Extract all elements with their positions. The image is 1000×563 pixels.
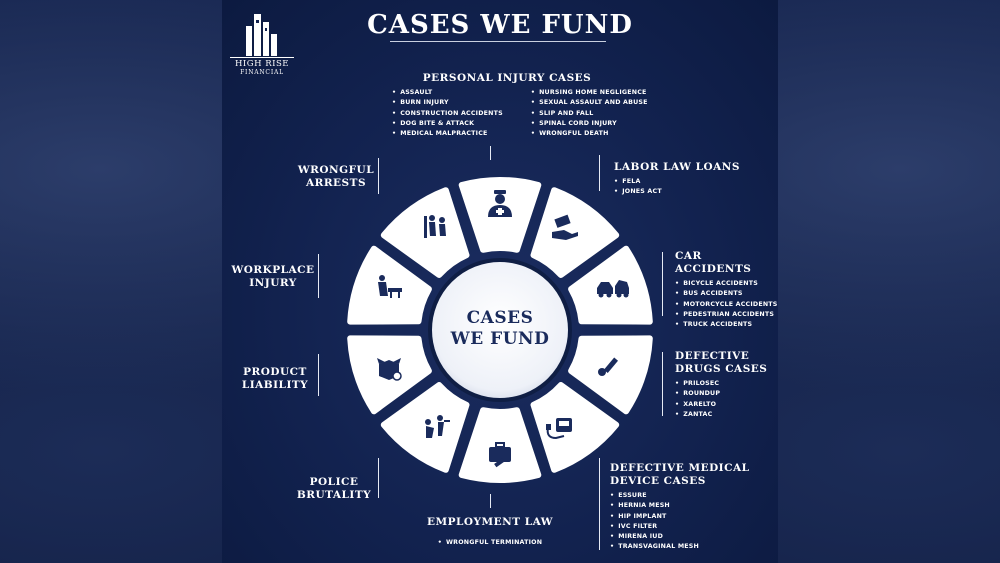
- personal-injury-list-2: NURSING HOME NEGLIGENCE SEXUAL ASSAULT A…: [531, 88, 648, 139]
- segment-police-brutality: [380, 382, 470, 473]
- police-icon: [425, 415, 450, 438]
- connector-line: [318, 354, 319, 396]
- list-item: CONSTRUCTION ACCIDENTS: [392, 109, 503, 119]
- personal-injury-list-1: ASSAULT BURN INJURY CONSTRUCTION ACCIDEN…: [392, 88, 503, 139]
- list-item: BUS ACCIDENTS: [675, 289, 778, 299]
- product-liability-heading-2: LIABILITY: [241, 379, 309, 391]
- logo-line-1: HIGH RISE: [230, 57, 294, 69]
- product-box-icon: [377, 358, 402, 381]
- connector-line: [490, 146, 491, 160]
- workplace-injury-heading-1: WORKPLACE: [231, 264, 315, 276]
- building-logo-icon: [246, 14, 277, 56]
- labor-law-heading: LABOR LAW LOANS: [614, 161, 740, 173]
- wrongful-arrests-section: WRONGFUL ARRESTS: [296, 164, 376, 190]
- police-brutality-section: POLICE BRUTALITY: [294, 476, 374, 502]
- wrongful-arrests-heading-2: ARRESTS: [305, 177, 367, 189]
- list-item: WRONGFUL TERMINATION: [438, 538, 542, 548]
- segment-labor-law: [530, 187, 620, 278]
- logo-line-2: FINANCIAL: [240, 69, 284, 76]
- defective-drugs-section: DEFECTIVE DRUGS CASES PRILOSEC ROUNDUP X…: [675, 350, 767, 420]
- segment-defective-drugs: [568, 335, 653, 415]
- list-item: FELA: [614, 177, 740, 187]
- company-logo: HIGH RISE FINANCIAL: [230, 12, 294, 82]
- connector-line: [599, 155, 600, 191]
- workplace-injury-heading-2: INJURY: [249, 277, 297, 289]
- product-liability-heading-1: PRODUCT: [243, 366, 307, 378]
- list-item: SEXUAL ASSAULT AND ABUSE: [531, 98, 648, 108]
- list-item: TRUCK ACCIDENTS: [675, 320, 778, 330]
- workplace-injury-section: WORKPLACE INJURY: [230, 264, 316, 290]
- list-item: XARELTO: [675, 400, 767, 410]
- title-underline: [390, 41, 606, 42]
- cases-wheel: [347, 177, 653, 483]
- list-item: MOTORCYCLE ACCIDENTS: [675, 300, 778, 310]
- connector-line: [318, 254, 319, 298]
- list-item: ESSURE: [610, 491, 749, 501]
- list-item: ASSAULT: [392, 88, 503, 98]
- car-accidents-heading: CAR ACCIDENTS: [675, 250, 752, 275]
- employment-law-section: EMPLOYMENT LAW WRONGFUL TERMINATION: [420, 516, 560, 548]
- worker-injury-icon: [378, 275, 402, 298]
- list-item: MEDICAL MALPRACTICE: [392, 129, 503, 139]
- connector-line: [378, 458, 379, 498]
- center-line-2: WE FUND: [450, 329, 550, 349]
- personal-injury-section: PERSONAL INJURY CASES ASSAULT BURN INJUR…: [382, 72, 647, 139]
- product-liability-section: PRODUCT LIABILITY: [236, 366, 314, 392]
- connector-line: [662, 252, 663, 316]
- list-item: BICYCLE ACCIDENTS: [675, 279, 778, 289]
- list-item: HERNIA MESH: [610, 501, 749, 511]
- list-item: WRONGFUL DEATH: [531, 129, 648, 139]
- list-item: ROUNDUP: [675, 389, 767, 399]
- list-item: NURSING HOME NEGLIGENCE: [531, 88, 648, 98]
- police-brutality-heading-2: BRUTALITY: [296, 489, 372, 501]
- connector-line: [599, 458, 600, 550]
- center-label: CASES WE FUND: [440, 308, 560, 350]
- list-item: BURN INJURY: [392, 98, 503, 108]
- page-title: CASES WE FUND: [367, 10, 633, 40]
- list-item: SPINAL CORD INJURY: [531, 119, 648, 129]
- list-item: PRILOSEC: [675, 379, 767, 389]
- personal-injury-heading: PERSONAL INJURY CASES: [422, 72, 592, 84]
- wrongful-arrests-heading-1: WRONGFUL: [297, 164, 375, 176]
- connector-line: [662, 352, 663, 416]
- list-item: TRANSVAGINAL MESH: [610, 542, 749, 552]
- defective-device-heading-1: DEFECTIVE MEDICAL: [610, 462, 750, 474]
- employment-law-heading: EMPLOYMENT LAW: [426, 516, 554, 528]
- list-item: HIP IMPLANT: [610, 512, 749, 522]
- syringe-pill-icon: [598, 357, 619, 376]
- briefcase-gavel-icon: [489, 442, 511, 468]
- list-item: IVC FILTER: [610, 522, 749, 532]
- car-accidents-section: CAR ACCIDENTS BICYCLE ACCIDENTS BUS ACCI…: [675, 250, 778, 330]
- car-crash-icon: [597, 280, 629, 298]
- defective-device-heading-2: DEVICE CASES: [610, 475, 706, 487]
- police-brutality-heading-1: POLICE: [309, 476, 359, 488]
- infographic-panel: HIGH RISE FINANCIAL CASES WE FUND: [222, 0, 778, 563]
- center-line-1: CASES: [466, 308, 534, 328]
- defective-device-section: DEFECTIVE MEDICAL DEVICE CASES ESSURE HE…: [610, 462, 749, 553]
- list-item: PEDESTRIAN ACCIDENTS: [675, 310, 778, 320]
- connector-line: [490, 494, 491, 508]
- list-item: SLIP AND FALL: [531, 109, 648, 119]
- list-item: ZANTAC: [675, 410, 767, 420]
- list-item: DOG BITE & ATTACK: [392, 119, 503, 129]
- segment-workplace-injury: [347, 245, 432, 325]
- segment-defective-device: [530, 382, 620, 473]
- labor-law-section: LABOR LAW LOANS FELA JONES ACT: [614, 161, 740, 198]
- medical-device-icon: [546, 418, 572, 440]
- connector-line: [378, 158, 379, 194]
- list-item: JONES ACT: [614, 187, 740, 197]
- money-hand-icon: [552, 214, 578, 240]
- defective-drugs-heading-2: DRUGS CASES: [675, 363, 768, 375]
- segment-employment-law: [458, 407, 542, 483]
- center-circle: [428, 258, 572, 402]
- nurse-icon: [488, 190, 512, 217]
- defective-drugs-heading-1: DEFECTIVE: [675, 350, 750, 362]
- list-item: MIRENA IUD: [610, 532, 749, 542]
- arrest-icon: [424, 215, 446, 238]
